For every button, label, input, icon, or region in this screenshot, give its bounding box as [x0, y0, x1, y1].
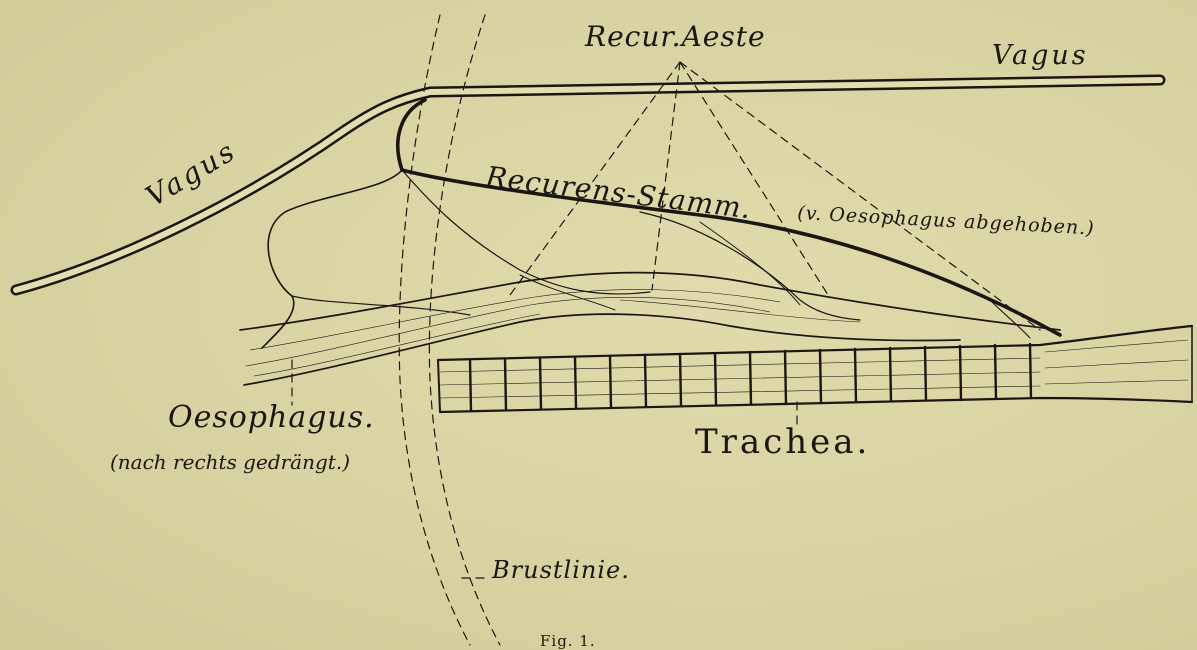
label-recur-aeste: Recur.Aeste — [585, 20, 766, 53]
label-trachea: Trachea. — [695, 422, 870, 462]
trachea-tube — [438, 326, 1192, 412]
label-oesophagus-note: (nach rechts gedrängt.) — [110, 450, 350, 474]
label-oesophagus: Oesophagus. — [168, 400, 375, 435]
label-vagus-right: Vagus — [992, 40, 1089, 71]
label-brustlinie: Brustlinie. — [492, 556, 630, 584]
figure-caption: Fig. 1. — [540, 632, 596, 650]
oesophagus-tube — [240, 273, 1060, 385]
